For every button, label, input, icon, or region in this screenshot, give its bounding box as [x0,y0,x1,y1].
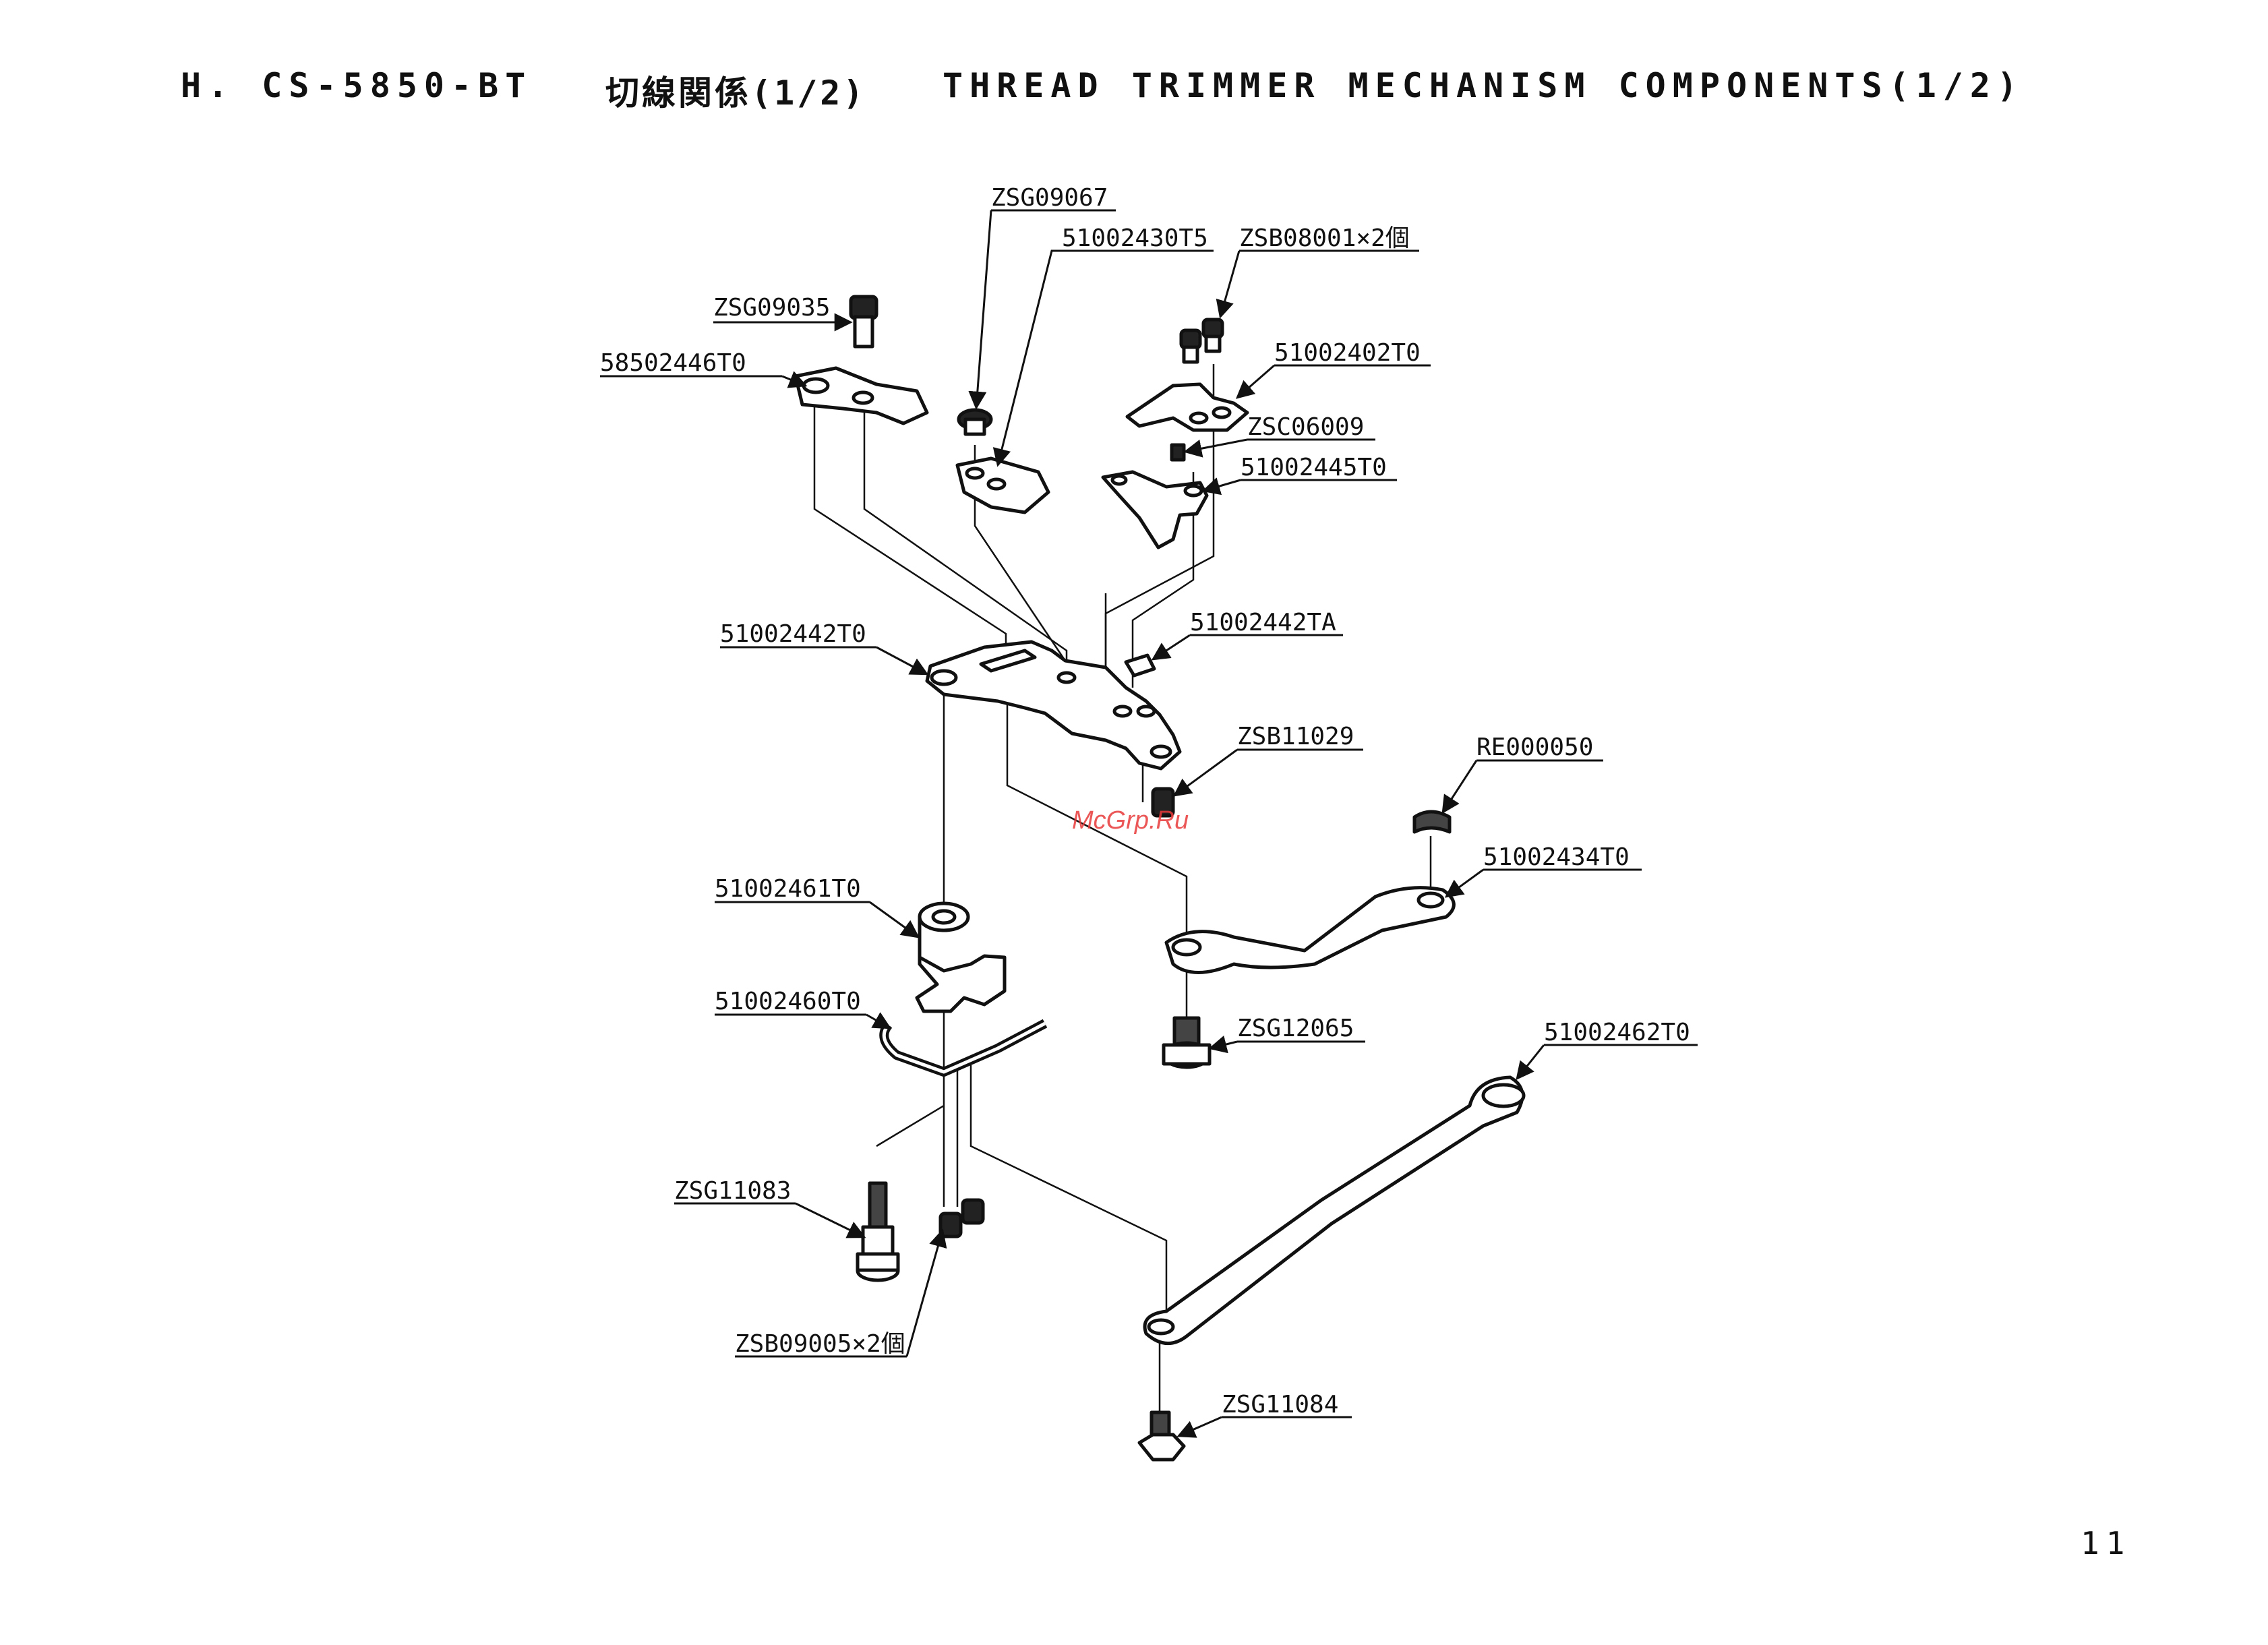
block-51002461t0-icon [917,903,1005,1011]
label-51002462t0: 51002462T0 [1544,1019,1690,1046]
label-51002460t0: 51002460T0 [715,988,861,1015]
stud-zsg12065-icon [1164,1018,1210,1067]
plate-51002442ta-icon [1126,655,1154,676]
label-zsg11083: ZSG11083 [674,1177,791,1205]
label-zsb11029: ZSB11029 [1237,723,1354,750]
part-labels: ZSG09067 51002430T5 ZSB08001×2個 ZSG09035… [600,184,1698,1418]
label-zsc06009: ZSC06009 [1247,413,1364,441]
component-drawings [796,297,1524,1460]
label-zsg11084: ZSG11084 [1222,1391,1338,1418]
label-51002430t5: 51002430T5 [1062,225,1208,252]
label-zsg09035: ZSG09035 [713,294,830,322]
rod-51002460t0-icon [884,1023,1045,1072]
label-zsb08001: ZSB08001×2個 [1239,225,1410,252]
screws-zsb09005-icon [941,1200,983,1236]
screw-zsg09035-icon [851,297,876,347]
e-ring-re000050-icon [1414,812,1450,832]
pin-zsg09067-icon [959,410,991,434]
blade-51002402t0-icon [1127,384,1247,430]
plate-51002430t5-icon [957,458,1048,512]
assembly-guide-lines [814,364,1431,1412]
label-zsb09005: ZSB09005×2個 [735,1330,905,1358]
label-51002445t0: 51002445T0 [1241,454,1387,481]
link-51002434t0-icon [1166,888,1454,973]
screw-zsc06009-icon [1172,445,1184,460]
watermark: McGrp.Ru [1072,806,1189,835]
screws-zsb08001-icon [1181,320,1222,362]
label-51002442ta: 51002442TA [1190,609,1336,636]
shoulder-screw-zsg11083-icon [858,1183,898,1280]
nut-screw-zsg11084-icon [1139,1412,1184,1460]
label-51002442t0: 51002442T0 [720,620,866,648]
page-number: 11 [2081,1525,2131,1561]
label-51002434t0: 51002434T0 [1483,843,1630,871]
knife-51002445t0-icon [1103,472,1207,547]
label-58502446t0: 58502446T0 [600,349,746,377]
label-51002402t0: 51002402T0 [1274,339,1421,367]
long-link-51002462t0-icon [1145,1077,1524,1344]
label-re000050: RE000050 [1476,734,1593,761]
label-zsg09067: ZSG09067 [991,184,1108,212]
label-zsg12065: ZSG12065 [1237,1015,1354,1042]
label-51002461t0: 51002461T0 [715,875,861,903]
